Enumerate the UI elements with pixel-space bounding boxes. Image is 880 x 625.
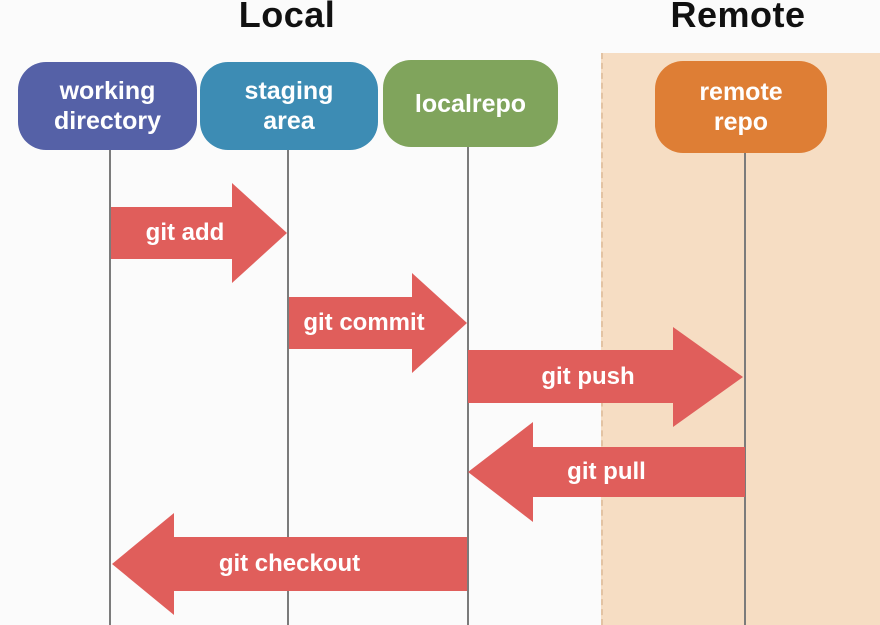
arrow-git-commit-label: git commit: [303, 309, 425, 336]
arrow-git-pull-body: [533, 447, 745, 497]
remote-section-title: Remote: [670, 0, 806, 35]
arrow-git-add-head-icon: [232, 183, 287, 283]
arrow-git-checkout: git checkout: [112, 513, 467, 615]
node-localrepo: localrepo: [383, 60, 558, 147]
node-staging-area-label: staging area: [244, 77, 334, 135]
lifeline-remote-repo: [744, 152, 746, 625]
lifeline-working-directory: [109, 148, 111, 625]
arrow-git-push-head-icon: [673, 327, 743, 427]
arrow-git-push: git push: [468, 327, 743, 427]
arrow-git-commit-body: [289, 297, 412, 349]
node-working-directory: working directory: [18, 62, 197, 150]
node-remote-repo-label: remote repo: [699, 78, 783, 136]
arrow-git-pull-label: git pull: [567, 458, 646, 485]
node-localrepo-label: localrepo: [414, 89, 527, 118]
arrow-git-push-label: git push: [541, 362, 635, 390]
arrow-git-commit-head-icon: [412, 273, 467, 373]
arrow-git-add-body: [111, 207, 232, 259]
node-working-directory-label: working directory: [54, 77, 161, 135]
lifeline-staging-area: [287, 148, 289, 625]
node-staging-area: staging area: [200, 62, 378, 150]
arrow-git-pull-head-icon: [468, 422, 533, 522]
arrow-git-checkout-head-icon: [112, 513, 174, 615]
arrow-git-checkout-body: [174, 537, 467, 591]
node-remote-repo: remote repo: [655, 61, 827, 153]
arrow-git-add: git add: [111, 183, 287, 283]
arrow-git-pull: git pull: [468, 422, 745, 522]
local-section-title: Local: [238, 0, 336, 35]
arrow-git-add-label: git add: [145, 219, 225, 246]
arrow-git-checkout-label: git checkout: [218, 550, 361, 577]
arrow-git-commit: git commit: [289, 273, 467, 373]
arrow-git-push-body: [468, 350, 673, 403]
